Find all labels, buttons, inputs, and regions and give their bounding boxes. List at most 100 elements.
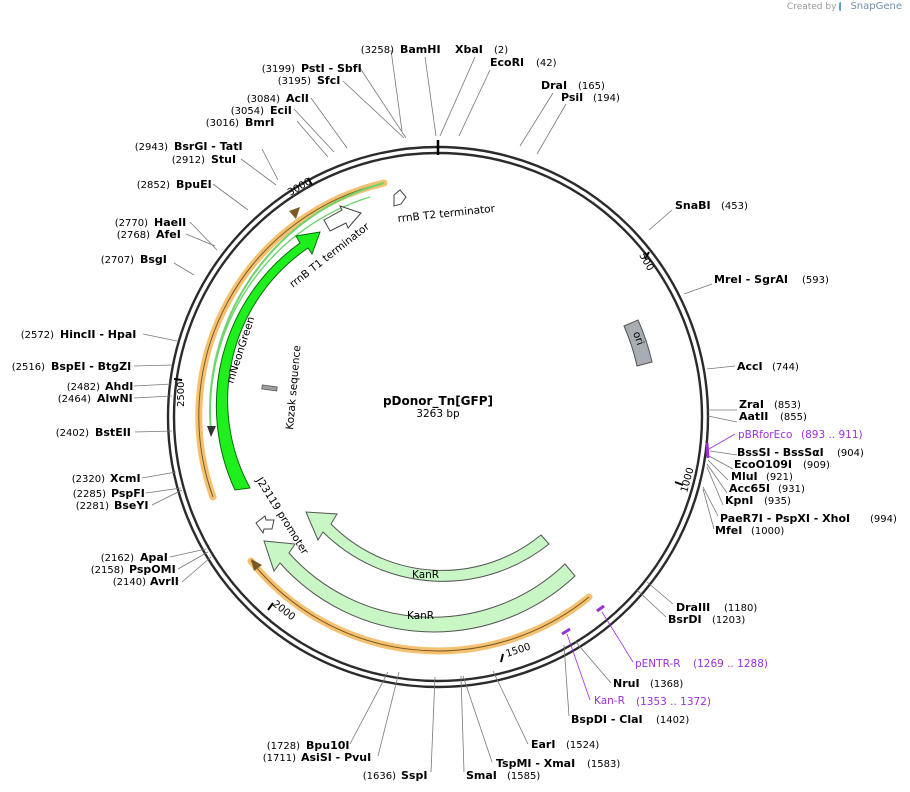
site-haeii: HaeII bbox=[154, 216, 186, 229]
primer-pbrforeco-name: pBRforEco bbox=[738, 429, 792, 441]
site-pos: (42) bbox=[536, 58, 557, 69]
site-pos: (1728) bbox=[267, 741, 300, 752]
site-pos: (1180) bbox=[724, 603, 757, 614]
site-pos: (2770) bbox=[115, 218, 148, 229]
site-hincii-hpai: HincII - HpaI bbox=[60, 328, 136, 341]
site-bpu10i: Bpu10I bbox=[306, 739, 350, 752]
site-bspei-btgzi: BspEI - BtgZI bbox=[51, 360, 131, 373]
primer-kanr-name: Kan-R bbox=[594, 695, 625, 707]
site-pos: (2) bbox=[494, 45, 508, 56]
site-pos: (1636) bbox=[363, 771, 396, 782]
site-ecii: EciI bbox=[270, 104, 292, 117]
site-bamhi: BamHI bbox=[400, 43, 441, 56]
site-pos: (853) bbox=[774, 400, 801, 411]
primer-pbrforeco-range: (893 .. 911) bbox=[801, 429, 863, 441]
site-pos: (909) bbox=[803, 460, 830, 471]
site-pspomi: PspOMI bbox=[129, 563, 176, 576]
site-drai: DraI bbox=[541, 79, 567, 92]
kanr-outer-label: KanR bbox=[407, 610, 434, 622]
site-pos: (921) bbox=[766, 472, 793, 483]
site-sspi: SspI bbox=[401, 769, 427, 782]
site-stui: StuI bbox=[211, 153, 236, 166]
kanr-arrow-inner: KanR bbox=[305, 511, 550, 582]
site-psii: PsiI bbox=[561, 91, 583, 104]
tick-2500: 2500 bbox=[173, 378, 187, 407]
site-mfei: MfeI bbox=[715, 524, 742, 537]
site-sfci: SfcI bbox=[317, 74, 340, 87]
site-bsssi: BssSI - BssSαI bbox=[737, 446, 824, 459]
tick-label: 2500 bbox=[176, 382, 187, 407]
site-ahdi: AhdI bbox=[105, 380, 133, 393]
primer-mark-pentr bbox=[596, 604, 605, 613]
kanr-inner-label: KanR bbox=[412, 569, 439, 581]
site-pos: (1583) bbox=[587, 759, 620, 770]
leader-lines bbox=[133, 49, 738, 773]
site-pos: (1368) bbox=[650, 679, 683, 690]
site-kpni: KpnI bbox=[725, 494, 753, 507]
backbone bbox=[166, 140, 710, 689]
site-pos: (2768) bbox=[117, 230, 150, 241]
brand-text: SnapGene bbox=[850, 1, 902, 12]
site-pos: (1000) bbox=[751, 526, 784, 537]
site-pos: (1402) bbox=[656, 715, 689, 726]
site-bseyi: BseYI bbox=[114, 499, 148, 512]
rrnb-t2-label: rrnB T2 terminator bbox=[397, 203, 496, 225]
site-pos: (194) bbox=[593, 93, 620, 104]
tick-label: 1500 bbox=[505, 642, 533, 660]
site-pos: (453) bbox=[721, 201, 748, 212]
site-acli: AclI bbox=[286, 92, 309, 105]
site-alwni: AlwNI bbox=[97, 392, 133, 405]
site-pos: (2285) bbox=[73, 489, 106, 500]
svg-text:(3258): (3258) bbox=[361, 45, 394, 56]
site-bsgi: BsgI bbox=[140, 253, 167, 266]
site-smai: SmaI bbox=[466, 769, 497, 782]
site-pos: (994) bbox=[870, 514, 897, 525]
kanr-arrow-outer: KanR bbox=[263, 540, 576, 633]
site-tspmi-xmai: TspMI - XmaI bbox=[496, 757, 575, 770]
site-pos: (2482) bbox=[67, 382, 100, 393]
rrnb-t2-terminator-arrow: rrnB T2 terminator bbox=[393, 189, 496, 225]
site-ecoo109i: EcoO109I bbox=[734, 458, 792, 471]
tick-3000: 3000 bbox=[286, 176, 314, 198]
site-pos: (2158) bbox=[91, 565, 124, 576]
site-psti-sbfi: PstI - SbfI bbox=[301, 62, 362, 75]
site-pspfi: PspFI bbox=[111, 487, 145, 500]
primer-pentr-range: (1269 .. 1288) bbox=[693, 658, 768, 670]
credit: Created by SnapGene bbox=[787, 1, 902, 12]
site-acci: AccI bbox=[737, 360, 763, 373]
site-pos: (2281) bbox=[76, 501, 109, 512]
tick-label: 3000 bbox=[286, 176, 314, 198]
site-pos: (1711) bbox=[263, 753, 296, 764]
site-bsrgi-tati: BsrGI - TatI bbox=[174, 140, 243, 153]
snapgene-logo-icon bbox=[839, 2, 847, 11]
kozak-label: Kozak sequence bbox=[284, 345, 303, 430]
site-pos: (931) bbox=[778, 484, 805, 495]
site-pos: (2572) bbox=[21, 330, 54, 341]
site-pos: (904) bbox=[837, 448, 864, 459]
site-pos: (2852) bbox=[137, 180, 170, 191]
created-by-text: Created by bbox=[786, 1, 837, 12]
site-pos: (935) bbox=[764, 496, 791, 507]
site-pos: (3054) bbox=[231, 106, 264, 117]
ori-label: ori bbox=[630, 330, 646, 347]
site-xbai: XbaI bbox=[455, 43, 483, 56]
site-pos: (2912) bbox=[172, 155, 205, 166]
site-ecori: EcoRI bbox=[490, 56, 524, 69]
primer-mark-pbrforeco bbox=[705, 442, 710, 459]
site-acc65i: Acc65I bbox=[729, 482, 770, 495]
primer-pentr-name: pENTR-R bbox=[635, 658, 681, 670]
site-nrui: NruI bbox=[613, 677, 640, 690]
site-pos: (2402) bbox=[56, 428, 89, 439]
kozak-sequence-mark: Kozak sequence bbox=[261, 345, 303, 430]
site-mrei-sgrai: MreI - SgrAI bbox=[714, 273, 788, 286]
site-pos: (3195) bbox=[278, 76, 311, 87]
site-eari: EarI bbox=[531, 738, 555, 751]
primer-kanr-range: (1353 .. 1372) bbox=[636, 696, 711, 708]
site-bsteii: BstEII bbox=[95, 426, 131, 439]
site-pos: (2943) bbox=[135, 142, 168, 153]
plasmid-size: 3263 bp bbox=[416, 408, 460, 420]
site-asisi-pvui: AsiSI - PvuI bbox=[301, 751, 371, 764]
site-snabi: SnaBI bbox=[675, 199, 711, 212]
site-pos: (2516) bbox=[12, 362, 45, 373]
tick-1000: 1000 bbox=[674, 466, 696, 494]
